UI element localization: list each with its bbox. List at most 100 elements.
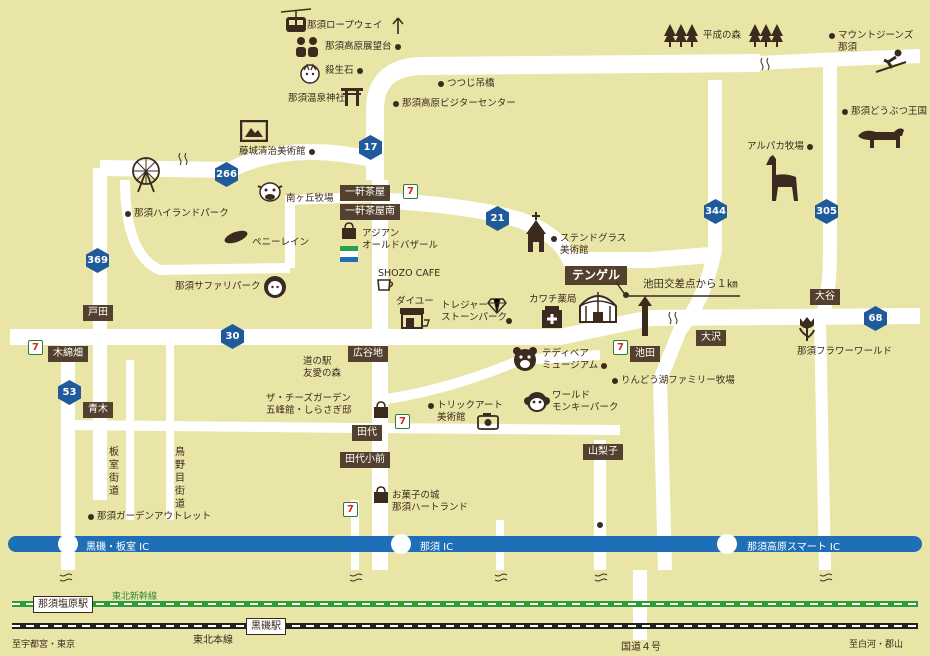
coffee-cup-icon (377, 279, 394, 291)
road-route344 (652, 80, 722, 571)
poi-visitor-center: 那須高原ビジターセンター (393, 98, 516, 110)
alpaca-icon (766, 155, 798, 201)
poi-stained-glass: ステンドグラス 美術館 (551, 233, 626, 257)
ic-node (58, 534, 78, 554)
map-dot-icon (842, 109, 848, 115)
poi-kawachi-pharmacy: カワチ薬局 (529, 294, 577, 305)
intersection-otani: 大谷 (810, 289, 840, 305)
intersection-momenbata: 木綿畑 (48, 346, 88, 362)
intersection-aoki: 青木 (83, 402, 113, 418)
route-shield-17: 17 (357, 134, 384, 161)
teddy-bear-icon (513, 347, 537, 371)
shopping-bag-icon (374, 401, 388, 418)
poi-rindoko-farm: りんどう湖ファミリー牧場 (612, 375, 735, 387)
map-dot-icon (601, 363, 608, 369)
road-tashiro (379, 350, 601, 405)
map-dot-icon (88, 514, 94, 520)
shinkansen-label: 東北新幹線 (112, 592, 158, 602)
ic-kuroiso-itamuro: 黒磯・板室 IC (86, 542, 150, 553)
intersection-ikeda: 池田 (630, 346, 660, 362)
poi-ropeway: 那須ロープウェイ (307, 20, 383, 31)
poi-shozo-cafe: SHOZO CAFE (378, 268, 441, 279)
expressway-bar (8, 536, 922, 552)
intersection-hirotanichi: 広谷地 (348, 346, 388, 362)
ferris-wheel-icon (132, 157, 160, 193)
poi-teddy-bear-museum: テディベア ミュージアム (542, 348, 608, 372)
poi-highland-park: 那須ハイランドパーク (125, 208, 229, 220)
map-dot (506, 315, 512, 324)
station-kuroiso: 黒磯駅 (246, 618, 286, 635)
cat-animal-icon (858, 128, 904, 148)
poi-flower-world: 那須フラワーワールド (797, 346, 893, 357)
map-dot-icon (308, 149, 315, 155)
ropeway-icon (281, 8, 311, 32)
poi-sesshoseki: 殺生石 (325, 65, 363, 77)
map-dot-icon (551, 236, 557, 242)
map-dot-icon (829, 33, 835, 39)
destination-tengel-label: テンゲル (565, 266, 628, 285)
shopping-bag-icon (342, 222, 356, 239)
poi-world-monkey-park: ワールド モンキーパーク (552, 390, 619, 413)
cow-icon (257, 182, 283, 202)
route-shield-305: 305 (813, 198, 840, 225)
intersection-osawa: 大沢 (696, 330, 726, 346)
map-dot-icon (356, 68, 363, 74)
map-dot-icon (394, 44, 401, 50)
intersection-toda: 戸田 (83, 305, 113, 321)
intersection-tashiro-shomae: 田代小前 (340, 452, 390, 468)
convenience-store-icon: 7 (395, 414, 410, 429)
skier-icon (875, 49, 907, 73)
camera-icon (477, 413, 499, 430)
arrow-up-icon (392, 17, 404, 34)
arrow-up-icon (638, 296, 652, 336)
lion-icon (264, 276, 286, 298)
forest-icon (749, 24, 783, 47)
poi-mountjeans: マウントジーンズ 那須 (829, 30, 913, 54)
map-dot-icon (125, 211, 131, 217)
convenience-store-icon: 7 (403, 184, 418, 199)
map-dot-icon (806, 144, 813, 150)
route-shield-369: 369 (84, 247, 111, 274)
poi-garden-outlet: 那須ガーデンアウトレット (88, 511, 211, 523)
road-highland-loop (120, 179, 291, 276)
poi-trick-art-museum: トリックアート 美術館 (428, 400, 503, 424)
destination-leader-line (615, 281, 740, 298)
bread-icon (224, 230, 248, 244)
destination-note: 池田交差点から１㎞ (643, 278, 738, 290)
route4-label: 国道４号 (621, 642, 661, 653)
fox-icon (300, 63, 320, 84)
road-route30 (10, 308, 921, 345)
ic-nasu: 那須 IC (420, 542, 454, 553)
map-dot-icon (597, 522, 603, 528)
poi-animal-kingdom: 那須どうぶつ王国 (842, 106, 927, 118)
map-dot-icon (506, 318, 512, 324)
main-line-label: 東北本線 (193, 635, 233, 646)
poi-treasure-stone-park: トレジャー ストーンパーク (441, 300, 508, 323)
street-torinome-kaido: 鳥野目街道 (175, 447, 185, 510)
intersection-tashiro: 田代 (352, 425, 382, 441)
poi-alpaca-farm: アルパカ牧場 (747, 141, 813, 153)
torii-icon (341, 88, 363, 106)
route-shield-30: 30 (219, 323, 246, 350)
map-dot-icon (428, 403, 434, 409)
station-nasushiobara: 那須塩原駅 (33, 596, 93, 613)
intersection-ichikenchaya: 一軒茶屋 (340, 185, 390, 201)
poi-michinoeki: 道の駅 友愛の森 (303, 356, 342, 379)
direction-right: 至白河・郡山 (849, 640, 904, 650)
route-shield-266: 266 (213, 161, 240, 188)
route-shield-344: 344 (702, 198, 729, 225)
road-east-link (814, 319, 831, 571)
poi-minamigaoka: 南ヶ丘牧場 (286, 193, 334, 204)
road-top-east (759, 49, 921, 70)
poi-fujishiro-museum: 藤城清治美術館 (239, 146, 315, 158)
poi-asian-bazaar: アジアン オールドバザール (362, 228, 439, 251)
road-route305 (813, 62, 837, 324)
gem-icon (487, 298, 507, 314)
poi-cheese-garden: ザ・チーズガーデン 五峰館・しらさぎ邸 (266, 393, 352, 416)
poi-okashi-castle: お菓子の城 那須ハートランド (392, 490, 469, 513)
road-route21 (374, 192, 711, 268)
convenience-store-icon: 7 (343, 502, 358, 517)
poi-observatory: 那須高原展望台 (325, 41, 401, 53)
poi-tsutsuji-bridge: つつじ吊橋 (438, 78, 495, 90)
